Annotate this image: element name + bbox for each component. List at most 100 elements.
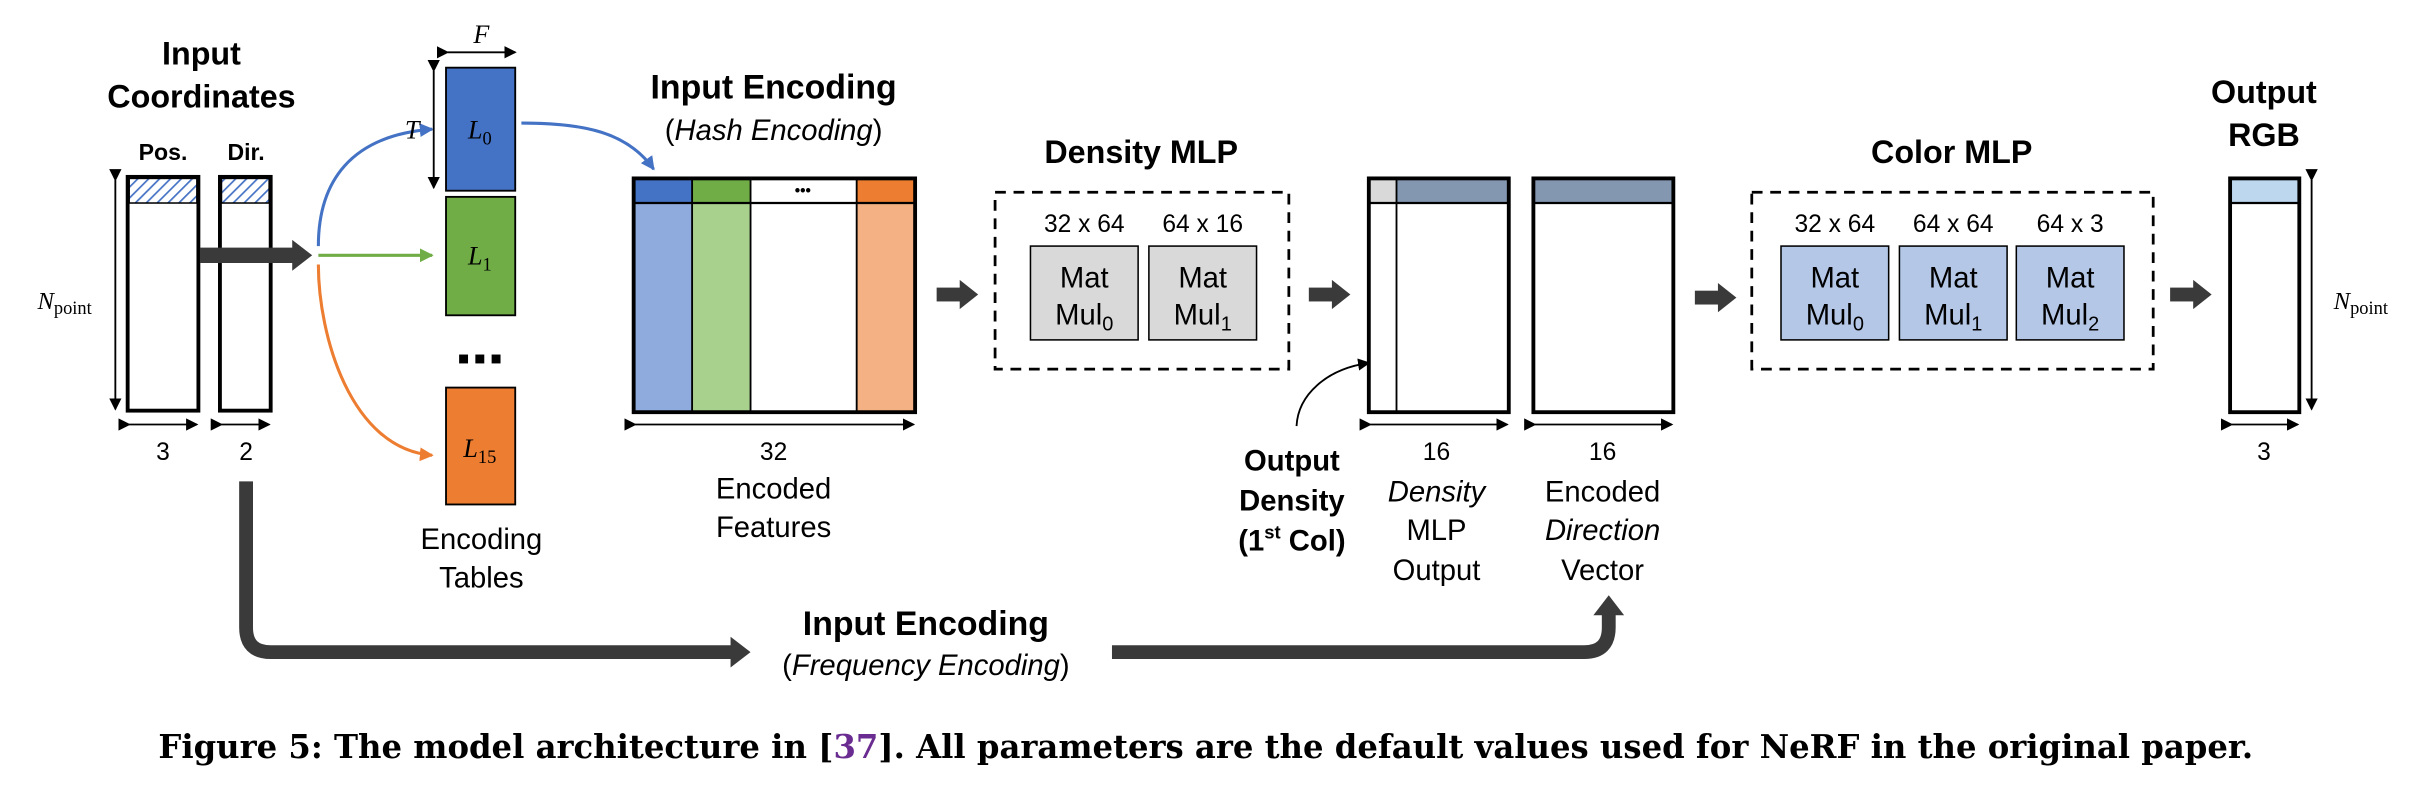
dir-label: Dir. — [227, 139, 264, 165]
color-matmul2-bottom: Mul2 — [2041, 300, 2099, 336]
color-mlp-block: Color MLP 32 x 64 64 x 64 64 x 3 Mat Mul… — [1750, 134, 2155, 371]
density-matmul1 — [1148, 245, 1258, 341]
color-matmul1-bottom: Mul1 — [1924, 300, 1982, 336]
table-l15 — [445, 386, 517, 506]
npoint-left-label: Npoint — [36, 288, 92, 318]
density-mlp-frame — [993, 190, 1291, 371]
pos-header-hatch — [128, 177, 198, 204]
color-to-rgb-arrow — [2170, 279, 2212, 310]
branch-arrow-l15 — [316, 264, 434, 462]
input-coordinates-block: Input Coordinates Pos. Dir. Npoint 3 2 — [36, 36, 295, 466]
density-matmul0-top: Mat — [1060, 263, 1109, 295]
feat-col-orange — [856, 203, 916, 413]
output-density-callout-3: (1st Col) — [1238, 521, 1345, 557]
hash-encoding-subtitle: (Hash Encoding) — [665, 115, 883, 147]
dir-header-hatch — [220, 177, 270, 204]
color-matmul1-top: Mat — [1929, 263, 1978, 295]
pos-dim: 3 — [156, 439, 170, 466]
density-matmul1-top: Mat — [1178, 263, 1227, 295]
density-mat0-dim: 32 x 64 — [1044, 211, 1125, 238]
dir-to-frequency-arrow — [239, 481, 734, 660]
output-rgb-block: Output RGB Npoint 3 — [2211, 74, 2389, 466]
output-rgb-title: Output — [2211, 74, 2317, 110]
encoded-direction-dim: 16 — [1589, 439, 1616, 466]
frequency-encoding-title: Input Encoding — [803, 605, 1049, 643]
output-density-callout-line — [1295, 358, 1371, 427]
encoding-tables-label-2: Tables — [439, 563, 523, 595]
table-l1-label: L1 — [467, 242, 492, 275]
hash-encoding-title: Input Encoding — [651, 68, 897, 106]
frequency-encoding-subtitle: (Frequency Encoding) — [782, 650, 1069, 682]
feat-head-green — [692, 178, 751, 204]
table-ellipsis: ■ ■ ■ — [458, 348, 502, 369]
output-density-callout: Output — [1244, 446, 1340, 478]
output-density-callout-2: Density — [1239, 486, 1345, 518]
frequency-encoding-path: Input Encoding (Frequency Encoding) — [239, 481, 1625, 682]
table-l1 — [445, 195, 517, 317]
dir-dim: 2 — [239, 439, 253, 466]
feat-col-dots: ••• — [795, 182, 811, 199]
branch-arrow-l0 — [316, 123, 434, 247]
color-matmul2 — [2015, 245, 2125, 341]
hash-encoding-block: Input Encoding (Hash Encoding) ••• 32 En… — [624, 68, 918, 544]
pos-label: Pos. — [139, 139, 188, 165]
density-mlp-title: Density MLP — [1044, 134, 1238, 170]
encoding-to-density-arrow — [936, 279, 979, 310]
color-matmul0 — [1780, 245, 1890, 341]
density-output-first-col-head — [1368, 178, 1397, 204]
feat-head-blue — [633, 178, 693, 204]
output-rgb-title-2: RGB — [2228, 117, 2300, 153]
output-rgb-dim: 3 — [2257, 439, 2271, 466]
density-output-dim: 16 — [1423, 439, 1450, 466]
input-coordinates-title: Input — [162, 36, 241, 72]
color-mat0-dim: 32 x 64 — [1794, 211, 1875, 238]
encoded-direction-matrix — [1531, 176, 1676, 415]
color-mat1-dim: 64 x 64 — [1913, 211, 1994, 238]
coords-to-tables-arrow — [199, 239, 313, 271]
output-rgb-header — [2230, 178, 2300, 204]
pos-column — [125, 174, 201, 413]
encoded-features-matrix — [631, 176, 918, 415]
color-mat2-dim: 64 x 3 — [2037, 211, 2104, 238]
color-matmul0-bottom: Mul0 — [1806, 300, 1864, 336]
encoded-features-label-2: Features — [716, 512, 831, 544]
density-to-output-arrow — [1308, 279, 1351, 310]
figure-caption: Figure 5: The model architecture in [37]… — [158, 728, 2253, 766]
input-coordinates-title-2: Coordinates — [107, 79, 295, 115]
color-matmul0-top: Mat — [1810, 263, 1859, 295]
encoding-tables-label: Encoding — [420, 524, 542, 556]
encoded-direction-label-3: Vector — [1561, 555, 1644, 587]
density-output-label-3: Output — [1393, 555, 1481, 587]
output-to-color-arrow — [1694, 282, 1737, 313]
dir-column — [218, 174, 273, 413]
density-mlp-block: Density MLP 32 x 64 64 x 16 Mat Mul0 Mat… — [993, 134, 1291, 371]
color-mlp-frame — [1750, 190, 2155, 371]
color-mlp-title: Color MLP — [1871, 134, 2032, 170]
color-matmul2-top: Mat — [2046, 263, 2095, 295]
table-width-label: F — [472, 20, 490, 49]
encoded-dim: 32 — [760, 439, 787, 466]
color-matmul1 — [1898, 245, 2008, 341]
density-output-label-2: MLP — [1406, 515, 1466, 547]
table-height-label: T — [405, 115, 422, 144]
encoded-direction-header — [1533, 178, 1674, 204]
npoint-right-label: Npoint — [2333, 288, 2389, 318]
l0-to-encoding-arrow — [521, 121, 655, 171]
density-matmul0-bottom: Mul0 — [1055, 300, 1113, 336]
density-output-matrix — [1366, 176, 1511, 415]
density-output-label: Density — [1388, 476, 1488, 508]
table-l0-label: L0 — [467, 115, 492, 148]
frequency-to-direction-arrow — [1111, 612, 1616, 660]
feat-head-orange — [856, 178, 916, 204]
encoded-features-label: Encoded — [716, 473, 831, 505]
feat-col-blue — [633, 203, 693, 413]
density-output-block: 16 Density MLP Output Output Density (1s… — [1238, 176, 1511, 587]
density-mat1-dim: 64 x 16 — [1162, 211, 1243, 238]
output-rgb-matrix — [2228, 176, 2302, 415]
encoding-tables: F T L0 L1 ■ ■ ■ L15 Encoding Tables — [405, 20, 542, 594]
feat-col-green — [692, 203, 751, 413]
density-matmul0 — [1029, 245, 1139, 341]
table-l0 — [445, 66, 517, 192]
density-matmul1-bottom: Mul1 — [1174, 300, 1232, 336]
encoded-direction-block: 16 Encoded Direction Vector — [1524, 176, 1676, 587]
